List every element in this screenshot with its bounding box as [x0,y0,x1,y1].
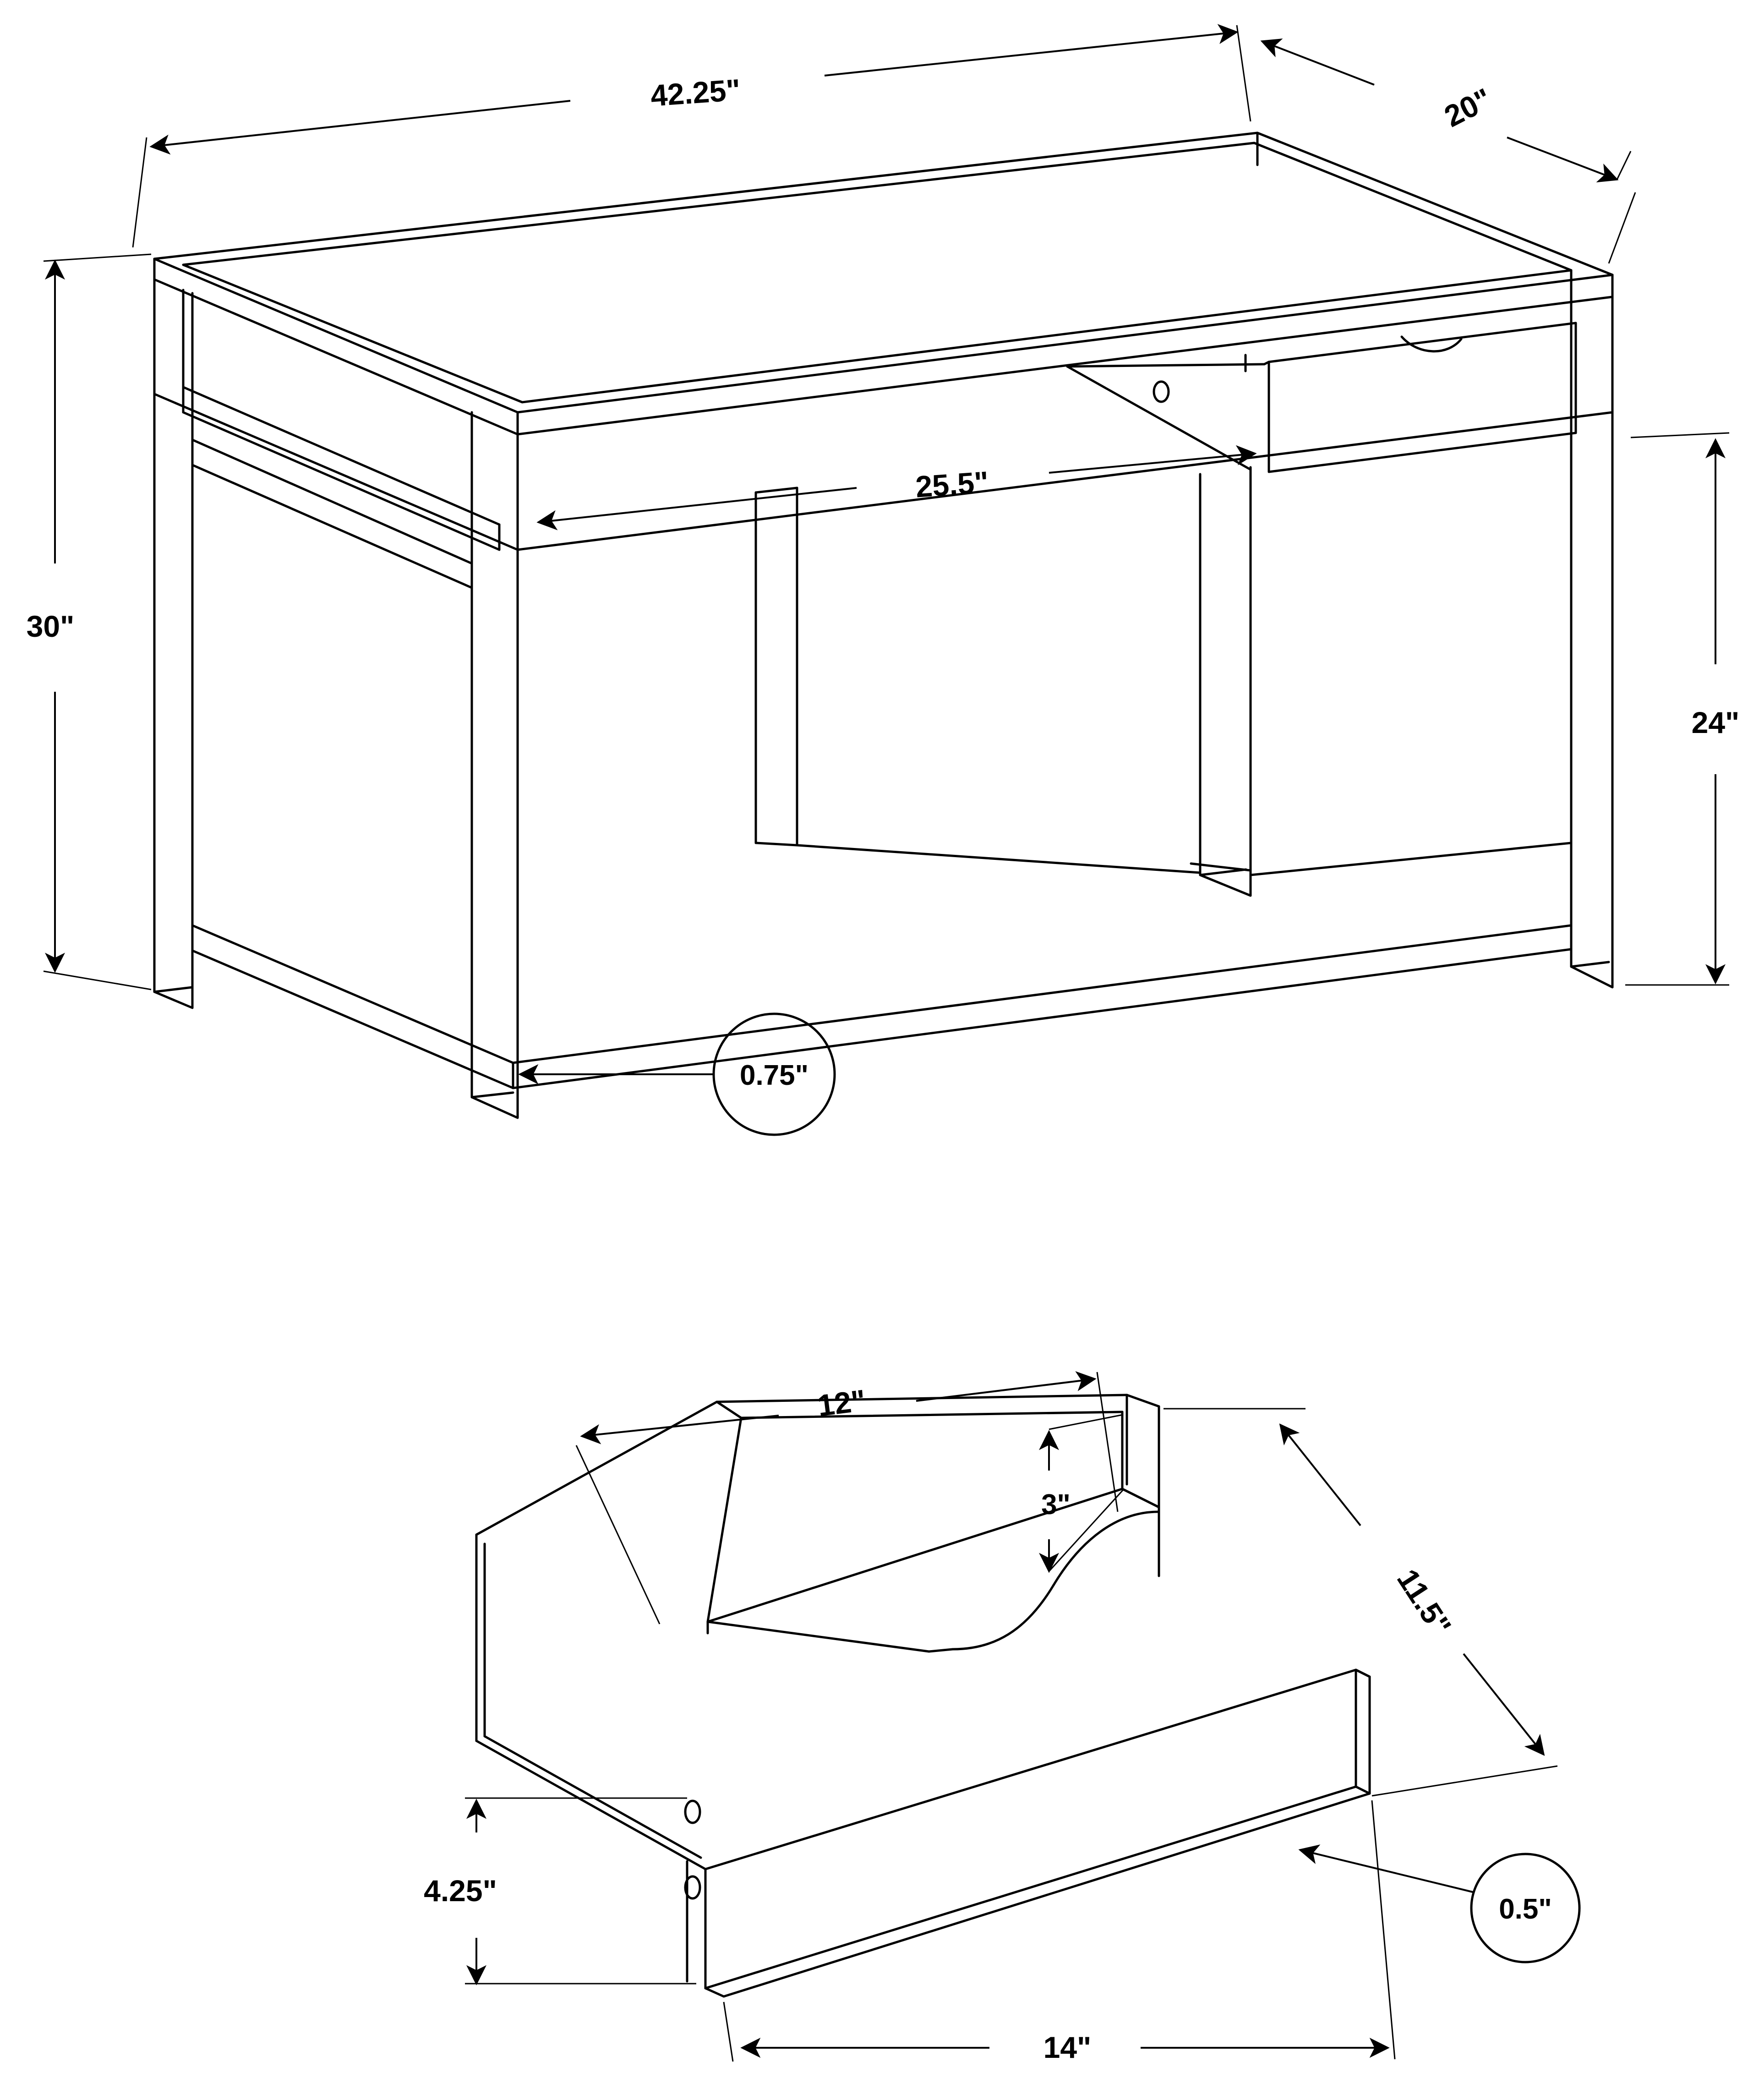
desk-dimension-labels: 42.25" 20" 30" 24" 25.5" 0.75" [27,72,1740,1091]
dim-drawer-depth: 11.5" [1391,1563,1458,1641]
dim-desk-depth: 20" [1439,82,1497,133]
drawer-dimension-lines [465,1371,1581,2062]
dim-drawer-panel-thickness: 0.5" [1499,1893,1552,1925]
drawer-detail-figure [475,1394,1371,1998]
frame-thickness-callout-circle [712,1012,836,1136]
dim-desk-height: 30" [27,609,75,643]
installed-drawer [1066,322,1577,473]
dim-drawer-front-height: 4.25" [424,1874,497,1908]
dim-drawer-interior-height: 3" [1041,1489,1071,1520]
desk-apron [153,138,1614,551]
desk-legs [153,278,1614,1119]
dim-frame-thickness: 0.75" [740,1060,808,1091]
drawer-side-hole-top [684,1799,701,1824]
desk-assembly-figure [153,131,1614,1119]
dim-drawer-front-width: 14" [1043,2030,1092,2064]
dim-desk-legroom: 25.5" [914,465,990,504]
drawer-side-hole-bottom [684,1875,701,1900]
dim-desk-width: 42.25" [650,72,742,113]
dim-drawer-interior-width: 12" [816,1383,868,1422]
upper-left-shelf-rail [182,386,501,589]
drawer-panel-thickness-callout-circle [1470,1853,1581,1963]
drawer-dimension-labels: 12" 3" 11.5" 4.25" 14" 0.5" [424,1383,1552,2064]
desk-dimension-lines [43,24,1730,1136]
dim-desk-clearance: 24" [1692,705,1740,739]
desk-top [153,131,1614,436]
lower-shelf-frame [191,842,1573,1089]
